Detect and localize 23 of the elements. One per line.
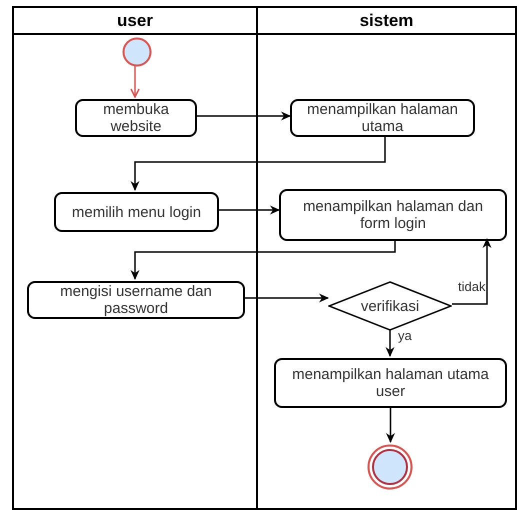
initial-node <box>122 37 152 67</box>
arrow <box>386 406 395 443</box>
activity-box: menampilkan halaman utama <box>290 99 475 137</box>
activity-box: memilih menu login <box>54 192 219 232</box>
arrow <box>130 135 386 191</box>
activity-box: membuka website <box>75 99 197 137</box>
activity-box: menampilkan halaman dan form login <box>279 189 507 241</box>
arrow <box>386 329 394 357</box>
arrow <box>130 65 140 98</box>
arrow <box>243 294 329 302</box>
arrow <box>195 112 291 120</box>
lane-header: user <box>14 8 256 35</box>
arrow <box>452 238 492 305</box>
arrow <box>217 206 280 214</box>
final-node <box>367 444 413 490</box>
activity-box: menampilkan halaman utama user <box>274 358 507 408</box>
swimlane <box>12 6 258 510</box>
activity-box: mengisi username dan password <box>27 281 245 319</box>
swimlane <box>258 6 517 510</box>
lane-header: sistem <box>258 8 515 35</box>
edge-label: tidak <box>458 280 486 293</box>
arrow <box>130 239 396 280</box>
decision-diamond: verifikasi <box>328 281 452 331</box>
